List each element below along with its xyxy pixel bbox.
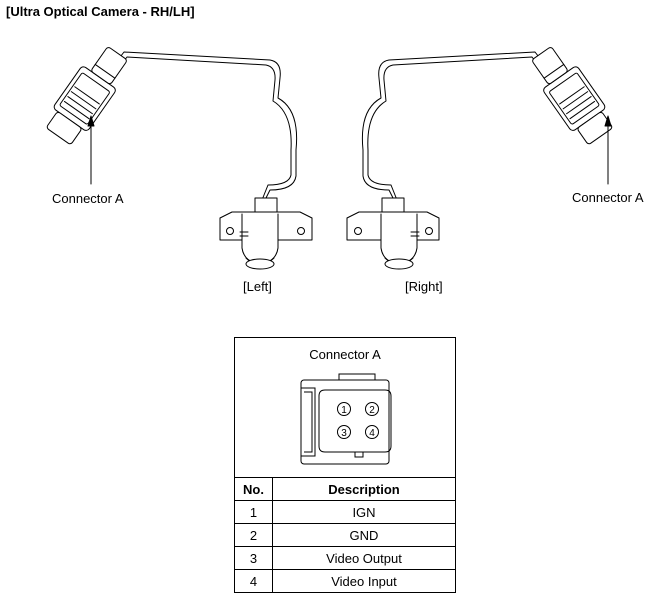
header-no: No. — [234, 477, 273, 501]
connector-box-title: Connector A — [309, 347, 381, 362]
table-row: 3 Video Output — [234, 546, 456, 570]
connector-a-label-right: Connector A — [572, 190, 644, 205]
right-camera-label: [Right] — [405, 279, 443, 294]
page-title: [Ultra Optical Camera - RH/LH] — [6, 4, 195, 19]
pin-description: Video Input — [272, 569, 456, 593]
pin-2-circle — [365, 402, 379, 416]
pin-table: No. Description 1 IGN 2 GND 3 Video Outp… — [234, 477, 456, 593]
connector-a-label-left: Connector A — [52, 191, 124, 206]
pin-description: Video Output — [272, 546, 456, 570]
table-row: 4 Video Input — [234, 569, 456, 593]
right-camera-assembly — [346, 47, 613, 270]
pin-description: GND — [272, 523, 456, 547]
pin-3-circle — [337, 425, 351, 439]
pin-4-circle — [365, 425, 379, 439]
pin-2-label: 2 — [369, 405, 375, 416]
left-camera-label: [Left] — [243, 279, 272, 294]
pin-4-label: 4 — [369, 428, 375, 439]
table-row: 2 GND — [234, 523, 456, 547]
connector-face-drawing: 1 2 3 4 — [300, 373, 392, 465]
left-connector-body — [46, 47, 127, 145]
connector-a-box: Connector A 1 2 3 4 — [234, 337, 456, 478]
pin-1-circle — [337, 402, 351, 416]
pin-description: IGN — [272, 500, 456, 524]
pin-no: 2 — [234, 523, 273, 547]
table-header-row: No. Description — [234, 477, 456, 501]
pin-no: 3 — [234, 546, 273, 570]
left-camera-assembly — [46, 47, 313, 270]
table-row: 1 IGN — [234, 500, 456, 524]
pin-1-label: 1 — [341, 405, 347, 416]
header-description: Description — [272, 477, 456, 501]
pin-no: 4 — [234, 569, 273, 593]
pin-3-label: 3 — [341, 428, 347, 439]
camera-illustration — [46, 47, 613, 270]
pin-no: 1 — [234, 500, 273, 524]
